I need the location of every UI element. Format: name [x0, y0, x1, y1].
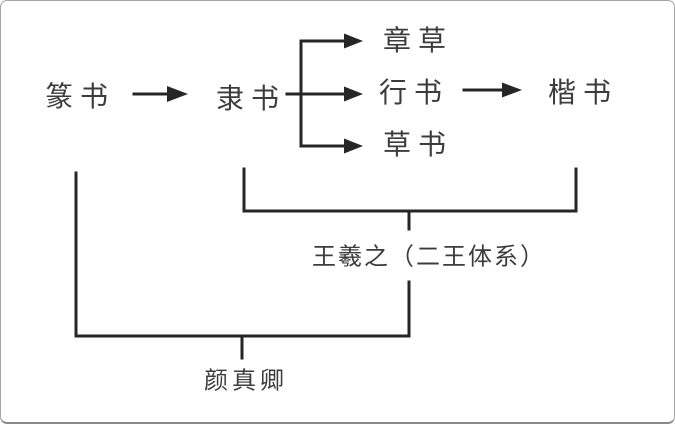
arrowhead-caoshu: [344, 138, 363, 154]
annotation-wangxizhi: 王羲之（二王体系）: [312, 244, 546, 271]
node-zhuanshu: 篆书: [44, 82, 116, 113]
node-xingshu: 行书: [378, 78, 450, 109]
arrowhead-xingshu: [344, 86, 363, 102]
node-zhangcao: 章草: [382, 26, 454, 57]
arrowhead-zhangcao: [344, 33, 363, 49]
node-kaishu: 楷书: [547, 78, 619, 109]
node-caoshu: 草书: [382, 130, 454, 161]
arrowhead-zhuanshu-lishu: [167, 86, 188, 102]
bracket-wang: [242, 167, 578, 213]
annotation-yanzhenqing: 颜真卿: [204, 368, 288, 395]
arrowhead-kaishu: [502, 82, 522, 98]
node-lishu: 隶书: [215, 84, 287, 115]
